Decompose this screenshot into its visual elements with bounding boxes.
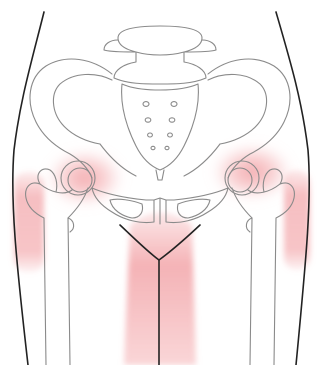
- sacral-foramina: [143, 102, 177, 150]
- left-iliac-inner: [53, 74, 112, 144]
- groin-inner-thigh-pain-region: [124, 213, 196, 365]
- left-lesser-trochanter: [68, 218, 74, 232]
- coccyx: [156, 170, 164, 180]
- vertebra-body-line: [136, 52, 184, 55]
- sacrum: [122, 84, 199, 170]
- left-obturator-foramen: [110, 199, 143, 218]
- left-outer-thigh-pain-region: [14, 172, 44, 272]
- right-iliac-inner: [208, 74, 267, 144]
- right-obturator-foramen: [177, 199, 210, 218]
- right-lesser-trochanter: [246, 218, 252, 232]
- pain-highlights: [14, 144, 310, 365]
